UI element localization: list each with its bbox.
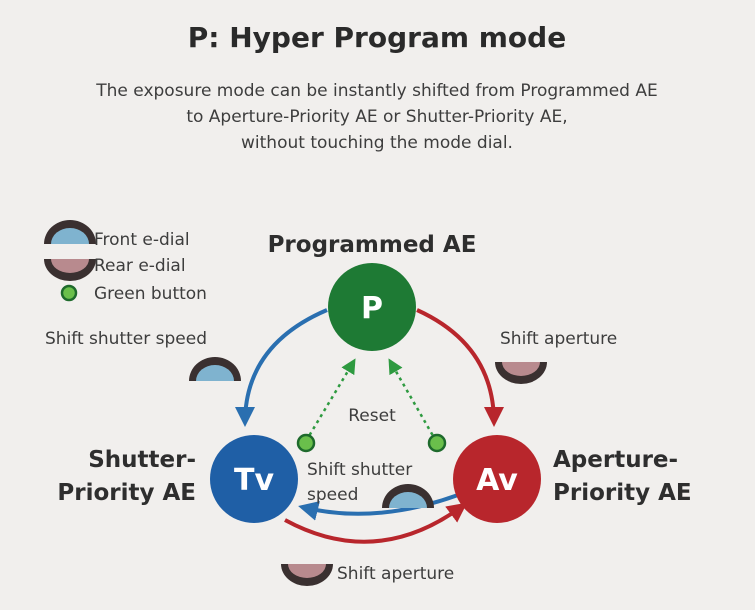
shutter-priority-label-2: Priority AE [57, 480, 196, 506]
rear-dial-icon [44, 259, 96, 281]
arrow-p-to-tv [235, 308, 328, 427]
reset-label: Reset [348, 406, 396, 426]
shift-shutter-speed-inner-label-1: Shift shutter [307, 460, 412, 480]
description-line-2: to Aperture-Priority AE or Shutter-Prior… [186, 107, 567, 127]
rear-dial-icon [495, 362, 547, 384]
green-button-icon [60, 284, 78, 302]
arrow-av-to-tv [298, 493, 459, 521]
front-dial-icon [382, 484, 434, 508]
mode-p-letter: P [361, 291, 383, 326]
description-line-1: The exposure mode can be instantly shift… [95, 81, 657, 101]
reset-button-right-icon [427, 433, 447, 453]
aperture-priority-label-2: Priority AE [553, 480, 692, 506]
mode-av-letter: Av [476, 463, 518, 498]
page-title: P: Hyper Program mode [188, 21, 566, 54]
front-dial-icon [44, 220, 96, 244]
mode-tv-letter: Tv [234, 463, 274, 498]
aperture-priority-label-1: Aperture- [553, 447, 678, 473]
legend: Front e-dial Rear e-dial Green button [44, 220, 207, 304]
reset-arrow-right [388, 358, 438, 442]
shutter-priority-label-1: Shutter- [88, 447, 196, 473]
reset-arrow-left [304, 358, 356, 442]
mode-p: P [328, 263, 416, 351]
arrow-p-to-av [416, 308, 504, 427]
mode-av: Av [453, 435, 541, 523]
programmed-ae-label: Programmed AE [268, 232, 477, 258]
legend-green-button-label: Green button [94, 284, 207, 304]
shift-aperture-bottom-label: Shift aperture [337, 564, 454, 584]
shift-aperture-label: Shift aperture [500, 329, 617, 349]
arrow-tv-to-av [284, 502, 468, 544]
mode-tv: Tv [210, 435, 298, 523]
shift-shutter-speed-label: Shift shutter speed [45, 329, 207, 349]
legend-front-dial-label: Front e-dial [94, 230, 190, 250]
rear-dial-icon [281, 564, 333, 586]
reset-button-left-icon [296, 433, 316, 453]
shift-shutter-speed-inner-label-2: speed [307, 485, 358, 505]
description-line-3: without touching the mode dial. [241, 133, 513, 153]
front-dial-icon [189, 357, 241, 381]
legend-rear-dial-label: Rear e-dial [94, 256, 186, 276]
